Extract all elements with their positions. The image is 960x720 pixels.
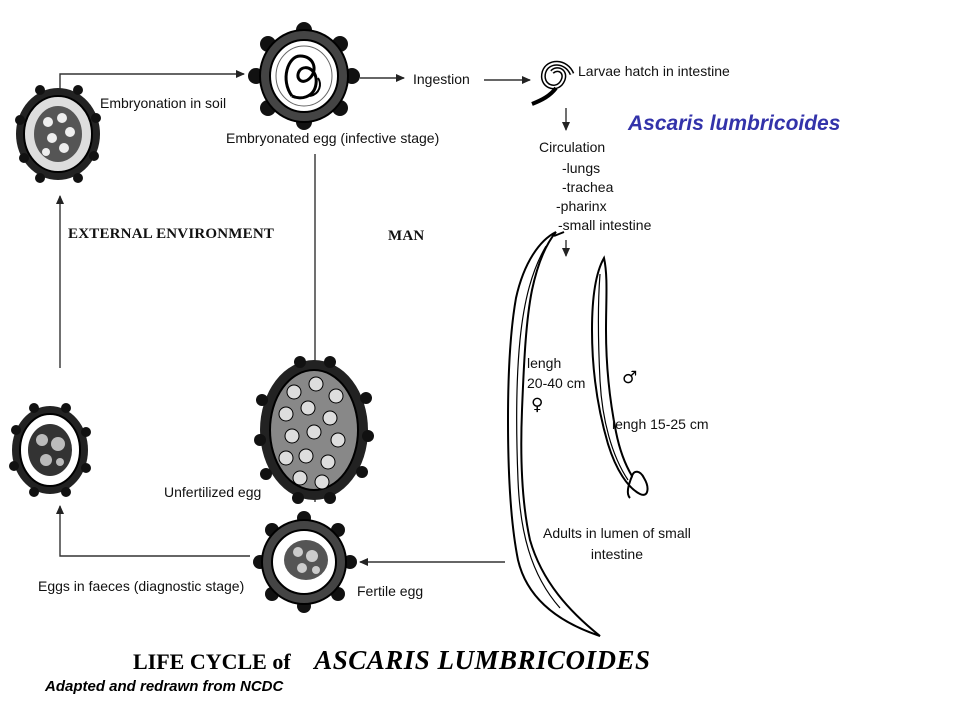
female-symbol: ♀ bbox=[531, 395, 544, 415]
embryonation-label: Embryonation in soil bbox=[100, 95, 227, 111]
male-symbol: ♂ bbox=[622, 368, 638, 388]
female-length-value: 20-40 cm bbox=[527, 375, 586, 392]
male-length-label: lengh 15-25 cm bbox=[612, 416, 709, 432]
arrow-embryonation-to-infective bbox=[59, 70, 245, 96]
adults-label: Adults in lumen of small intestine bbox=[543, 525, 691, 562]
embryonated-egg-label: Embryonated egg (infective stage) bbox=[226, 130, 440, 146]
caption-title: LIFE CYCLE of ASCARIS LUMBRICOIDES bbox=[133, 645, 651, 676]
larvae-label: Larvae hatch in intestine bbox=[578, 63, 730, 79]
egg-in-faeces-icon bbox=[9, 403, 91, 497]
ingestion-label: Ingestion bbox=[413, 71, 470, 87]
circulation-step-pharinx: -pharinx bbox=[556, 198, 607, 215]
circulation-step-lungs: -lungs bbox=[562, 160, 601, 176]
egg-embryonating-icon bbox=[15, 85, 101, 183]
larva-icon bbox=[531, 60, 575, 106]
female-length-word: lengh bbox=[527, 355, 562, 371]
circulation-step-trachea: -trachea bbox=[562, 179, 614, 196]
unfertilized-egg-label: Unfertilized egg bbox=[164, 484, 262, 500]
caption-species: ASCARIS LUMBRICOIDES bbox=[314, 645, 651, 675]
fertile-egg-label: Fertile egg bbox=[357, 583, 424, 599]
eggs-faeces-label: Eggs in faeces (diagnostic stage) bbox=[38, 578, 245, 594]
adults-label-line2: intestine bbox=[590, 546, 643, 563]
arrow-fertile-egg-to-faeces bbox=[56, 505, 250, 557]
adults-label-line1: Adults in lumen of small bbox=[543, 525, 691, 541]
external-environment-label: EXTERNAL ENVIRONMENT bbox=[68, 226, 275, 242]
male-worm-icon bbox=[590, 255, 649, 499]
circulation-label: Circulation bbox=[539, 139, 606, 155]
egg-unfertilized-icon bbox=[254, 356, 374, 504]
caption-credit: Adapted and redrawn from NCDC bbox=[45, 678, 284, 695]
female-length-label: lengh 20-40 cm bbox=[527, 355, 585, 391]
egg-embryonated-icon bbox=[248, 22, 360, 130]
egg-fertile-icon bbox=[253, 511, 357, 613]
circulation-step-small-intestine: -small intestine bbox=[558, 217, 652, 234]
man-label: MAN bbox=[388, 228, 425, 244]
caption-prefix: LIFE CYCLE of bbox=[133, 649, 291, 674]
species-title: Ascaris lumbricoides bbox=[628, 112, 841, 135]
circulation-steps: -lungs -trachea -pharinx -small intestin… bbox=[556, 160, 651, 233]
cycle-arrows bbox=[56, 70, 570, 566]
female-worm-icon bbox=[506, 231, 601, 637]
